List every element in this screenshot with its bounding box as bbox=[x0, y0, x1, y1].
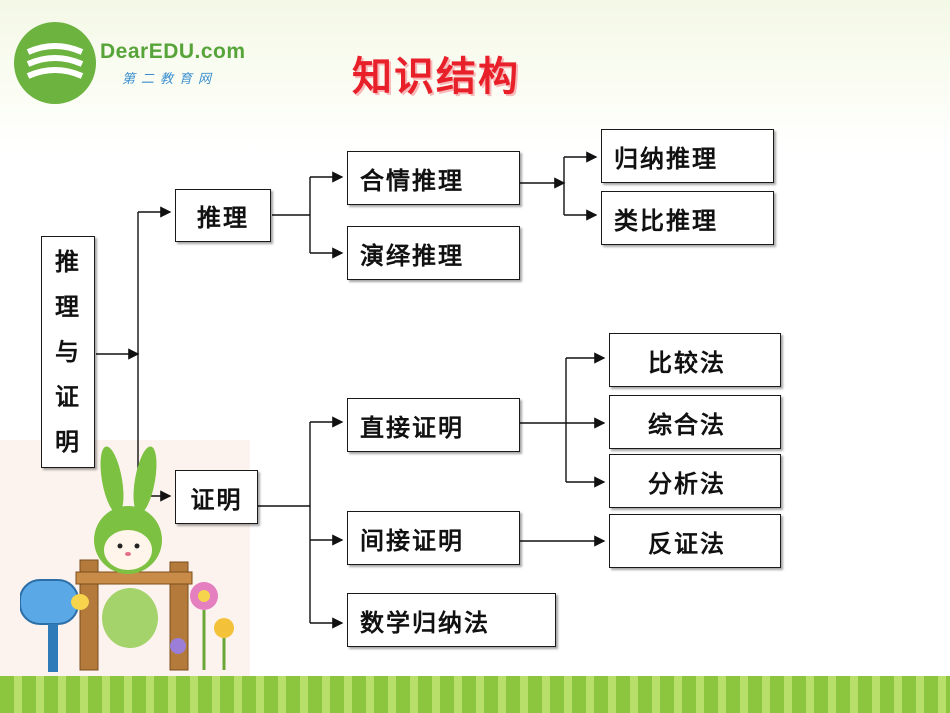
header-background bbox=[0, 0, 950, 150]
node-direct-proof: 直接证明 bbox=[347, 398, 520, 452]
node-contradiction-method: 反证法 bbox=[609, 514, 781, 568]
node-root-char: 证 bbox=[55, 382, 81, 411]
logo-brand-text: DearEDU.com bbox=[100, 40, 246, 63]
node-root-char: 推 bbox=[55, 247, 81, 276]
node-analogical-reasoning: 类比推理 bbox=[601, 191, 774, 245]
logo-subtitle: 第二教育网 bbox=[122, 72, 218, 87]
node-reasoning: 推理 bbox=[175, 189, 271, 242]
node-proof: 证明 bbox=[175, 470, 258, 524]
page-title: 知识结构 bbox=[352, 54, 520, 100]
site-logo: DearEDU.com 第二教育网 bbox=[14, 22, 262, 104]
cartoon-mascot-illustration bbox=[19, 440, 250, 676]
node-reasoning-and-proof: 推 理 与 证 明 bbox=[41, 236, 95, 468]
node-analysis-method: 分析法 bbox=[609, 454, 781, 508]
node-mathematical-induction: 数学归纳法 bbox=[347, 593, 556, 647]
node-inductive-reasoning: 归纳推理 bbox=[601, 129, 774, 183]
node-root-char: 明 bbox=[55, 427, 81, 456]
node-comparison-method: 比较法 bbox=[609, 333, 781, 387]
node-plausible-reasoning: 合情推理 bbox=[347, 151, 520, 205]
grass-border bbox=[0, 676, 950, 713]
node-root-char: 与 bbox=[55, 337, 81, 366]
logo-emblem-icon bbox=[14, 22, 96, 104]
node-root-char: 理 bbox=[55, 292, 81, 321]
node-deductive-reasoning: 演绎推理 bbox=[347, 226, 520, 280]
node-indirect-proof: 间接证明 bbox=[347, 511, 520, 565]
node-synthesis-method: 综合法 bbox=[609, 395, 781, 449]
